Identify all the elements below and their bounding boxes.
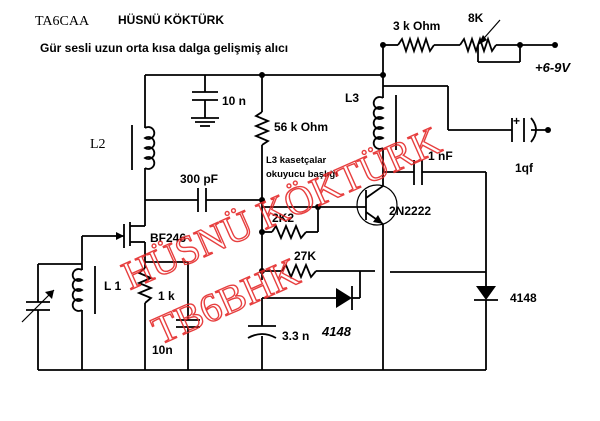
c-1nf (383, 160, 487, 290)
r-56k (253, 75, 271, 280)
r-27k-label: 27K (294, 249, 316, 263)
supply-label: +6-9V (535, 60, 571, 75)
l3-coil (372, 75, 512, 172)
c-3n3-label: 3.3 n (282, 329, 309, 343)
bypass-capacitor (191, 75, 219, 127)
supply-rail (145, 19, 558, 78)
svg-text:+: + (513, 114, 520, 128)
diode-1-label: 4148 (321, 324, 352, 339)
earphone-label: 1qf (515, 161, 534, 175)
fet-bf246 (81, 200, 146, 268)
l2-label: L2 (90, 137, 106, 152)
l2-coil (131, 75, 156, 200)
fet-label: BF246 (150, 231, 186, 245)
author-label: HÜSNÜ KÖKTÜRK (118, 12, 224, 27)
r-2k2-label: 2K2 (272, 211, 294, 225)
diode-2 (390, 271, 498, 370)
r-2k2 (259, 204, 321, 241)
diode-2-label: 4148 (510, 291, 537, 305)
c-1nf-label: 1 nF (428, 149, 453, 163)
c-300pf-label: 300 pF (180, 172, 218, 186)
l1-label: L 1 (104, 279, 121, 293)
r-3k-label: 3 k Ohm (393, 19, 440, 33)
c-3n3 (247, 298, 277, 370)
l3-note-1: L3 kasetçalar (266, 155, 327, 166)
transistor-label: 2N2222 (389, 204, 431, 218)
l3-note-2: okuyucu başlığı (266, 169, 338, 180)
diode-1 (262, 271, 361, 310)
callsign-label: TA6CAA (35, 14, 90, 29)
r-56k-label: 56 k Ohm (274, 120, 328, 134)
subtitle-label: Gür sesli uzun orta kısa dalga gelişmiş … (40, 41, 288, 55)
earphone: + (511, 114, 551, 143)
transistor-2n2222 (262, 172, 398, 370)
r-1k-label: 1 k (158, 289, 175, 303)
l1-coil (21, 263, 96, 370)
c-10n-bottom-label: 10n (152, 343, 173, 357)
l3-label: L3 (345, 91, 359, 105)
c-10n-label: 10 n (222, 94, 246, 108)
r-1k (136, 261, 200, 370)
r-27k (259, 262, 375, 280)
pot-8k-label: 8K (468, 11, 484, 25)
c-300pf (145, 188, 265, 212)
